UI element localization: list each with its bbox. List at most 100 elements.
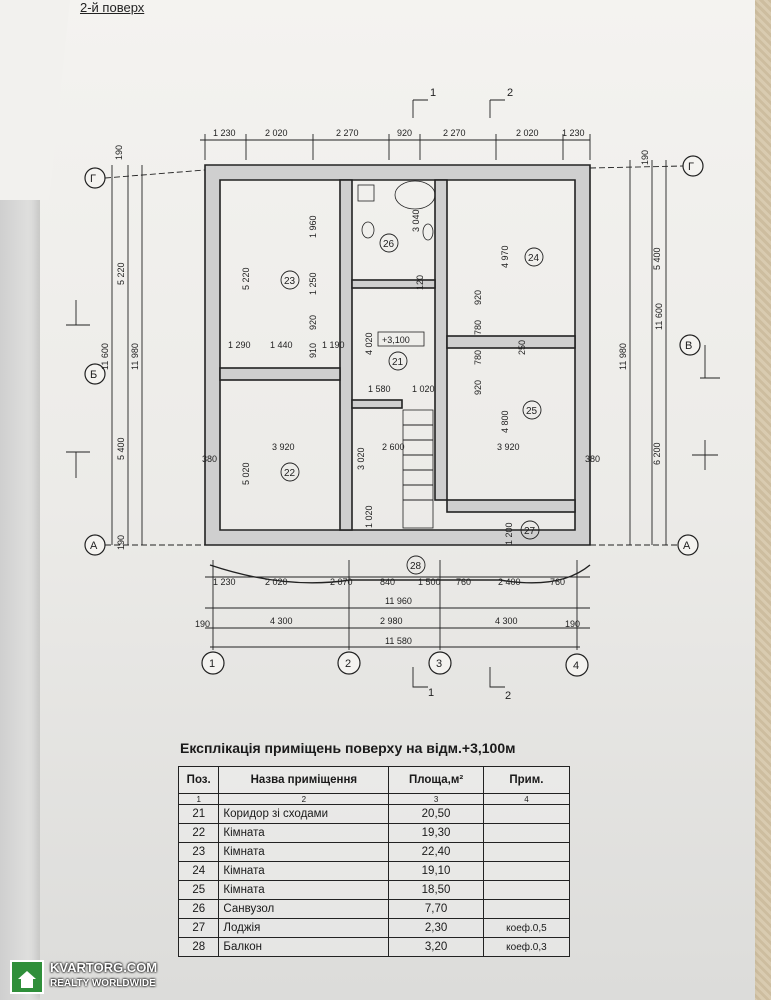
row-note xyxy=(482,899,571,919)
left-dimension-chain: 190 5 220 5 400 190 11 600 11 980 xyxy=(66,145,143,550)
dim-top-2: 2 020 xyxy=(265,128,288,138)
watermark-tagline: REALTY WORLDWIDE xyxy=(50,978,156,989)
table-row: 26 Санвузол 7,70 xyxy=(177,899,571,919)
level-mark: +3,100 xyxy=(377,331,425,347)
col-index-2: 2 xyxy=(218,793,390,805)
dim-inner-1290: 1 290 xyxy=(228,340,251,350)
explication-table: Поз. Назва приміщення Площа,м² Прим. 1 2… xyxy=(177,766,571,957)
dim-inner-5020: 5 020 xyxy=(241,462,251,485)
building-walls xyxy=(204,164,591,546)
watermark-brand: KVARTORG.COM xyxy=(50,960,158,975)
dim-bottom-1: 1 230 xyxy=(213,577,236,587)
row-name: Кімната xyxy=(218,842,390,862)
row-pos: 26 xyxy=(177,899,220,919)
dim-left-190: 190 xyxy=(114,145,124,160)
dim-inner-380: 380 xyxy=(202,454,217,464)
staircase xyxy=(402,409,434,529)
watermark: KVARTORG.COM REALTY WORLDWIDE xyxy=(10,958,190,996)
axis-2: 2 xyxy=(345,658,351,670)
dim-inner-1020: 1 020 xyxy=(412,384,435,394)
axes-vertical: Г Б А Г В А xyxy=(84,155,704,556)
dim-inner-3920: 3 920 xyxy=(272,442,295,452)
level-mark-text: +3,100 xyxy=(382,335,410,345)
section-marks-bottom: 1 2 xyxy=(412,667,511,702)
table-row: 24 Кімната 19,10 xyxy=(177,861,571,881)
dim-bottom-total-11580: 11 580 xyxy=(385,636,412,646)
balcony-outline xyxy=(209,564,591,584)
table-row: 21 Коридор зі сходами 20,50 xyxy=(177,804,571,824)
dim-inner-1190: 1 190 xyxy=(322,340,345,350)
dim-bottom-2: 2 020 xyxy=(265,577,288,587)
row-area: 19,30 xyxy=(388,823,484,843)
table-row: 25 Кімната 18,50 xyxy=(177,880,571,900)
row-area: 22,40 xyxy=(388,842,484,862)
dim-top-1: 1 230 xyxy=(213,128,236,138)
row-pos: 24 xyxy=(177,861,220,881)
row-pos: 21 xyxy=(177,804,220,824)
dim-right-total-11600: 11 600 xyxy=(654,303,664,330)
axis-g-right: Г xyxy=(688,161,694,173)
table-row: 27 Лоджія 2,30 коеф.0,5 xyxy=(177,918,571,938)
axes-horizontal: 1 2 3 4 xyxy=(201,651,589,677)
dim-inner-4970: 4 970 xyxy=(500,245,510,268)
dim-inner-380-right: 380 xyxy=(585,454,600,464)
room-23: 23 xyxy=(284,276,296,287)
room-21: 21 xyxy=(392,357,404,368)
row-note xyxy=(482,804,571,824)
dim-inner-250: 250 xyxy=(517,340,527,355)
header-area: Площа,м² xyxy=(388,766,484,794)
dim-bottom3-1: 190 xyxy=(195,619,210,629)
row-name: Кімната xyxy=(218,823,390,843)
dim-inner-4800: 4 800 xyxy=(500,410,510,433)
dim-inner-920c: 920 xyxy=(473,380,483,395)
dim-top-6: 2 020 xyxy=(516,128,539,138)
dim-inner-1580: 1 580 xyxy=(368,384,391,394)
dim-bottom3-4: 4 300 xyxy=(495,616,518,626)
room-27: 27 xyxy=(524,526,536,537)
floor-plan-drawing: 1 230 2 020 2 270 920 2 270 2 020 1 230 … xyxy=(66,87,720,702)
dim-inner-120: 120 xyxy=(415,275,425,290)
axis-v-right: В xyxy=(685,340,692,352)
section-mark-1-bottom: 1 xyxy=(428,687,434,699)
dim-bottom-6: 760 xyxy=(456,577,471,587)
table-header-row: Поз. Назва приміщення Площа,м² Прим. xyxy=(177,766,571,794)
row-name: Кімната xyxy=(218,880,390,900)
dim-inner-4020: 4 020 xyxy=(364,332,374,355)
house-logo-icon xyxy=(10,960,44,994)
section-mark-1-top: 1 xyxy=(430,87,436,99)
dim-top-4: 920 xyxy=(397,128,412,138)
row-area: 7,70 xyxy=(388,899,484,919)
dim-inner-5220: 5 220 xyxy=(241,267,251,290)
col-index-1: 1 xyxy=(177,793,220,805)
explication-title: Експлікація приміщень поверху на відм.+3… xyxy=(180,740,516,756)
dim-left-5220: 5 220 xyxy=(116,262,126,285)
section-mark-2-top: 2 xyxy=(507,87,513,99)
dim-left-190b: 190 xyxy=(116,535,126,550)
row-area: 2,30 xyxy=(388,918,484,938)
table-row: 28 Балкон 3,20 коеф.0,3 xyxy=(177,937,571,957)
dim-inner-910: 910 xyxy=(308,343,318,358)
room-24: 24 xyxy=(528,253,540,264)
right-dimension-chain: 190 5 400 6 200 11 980 11 600 xyxy=(618,150,720,545)
row-pos: 28 xyxy=(177,937,220,957)
dim-left-5400: 5 400 xyxy=(116,437,126,460)
row-pos: 25 xyxy=(177,880,220,900)
dim-inner-1960: 1 960 xyxy=(308,215,318,238)
dim-inner-920b: 920 xyxy=(473,290,483,305)
dim-bottom3-5: 190 xyxy=(565,619,580,629)
dim-bottom-3: 2 070 xyxy=(330,577,353,587)
col-index-3: 3 xyxy=(388,793,484,805)
dim-right-total-11980: 11 980 xyxy=(618,343,628,370)
dim-left-total-11600: 11 600 xyxy=(100,343,110,370)
dim-bottom-8: 760 xyxy=(550,577,565,587)
table-index-row: 1 2 3 4 xyxy=(177,793,571,805)
dim-right-5400: 5 400 xyxy=(652,247,662,270)
dim-inner-1250: 1 250 xyxy=(308,272,318,295)
top-dimension-chain: 1 230 2 020 2 270 920 2 270 2 020 1 230 xyxy=(200,128,591,160)
dim-top-3: 2 270 xyxy=(336,128,359,138)
section-mark-2-bottom: 2 xyxy=(505,690,511,702)
section-marks-top: 1 2 xyxy=(412,87,513,118)
header-note: Прим. xyxy=(482,766,571,794)
dim-inner-780: 780 xyxy=(473,320,483,335)
axis-a-left: А xyxy=(90,540,98,552)
